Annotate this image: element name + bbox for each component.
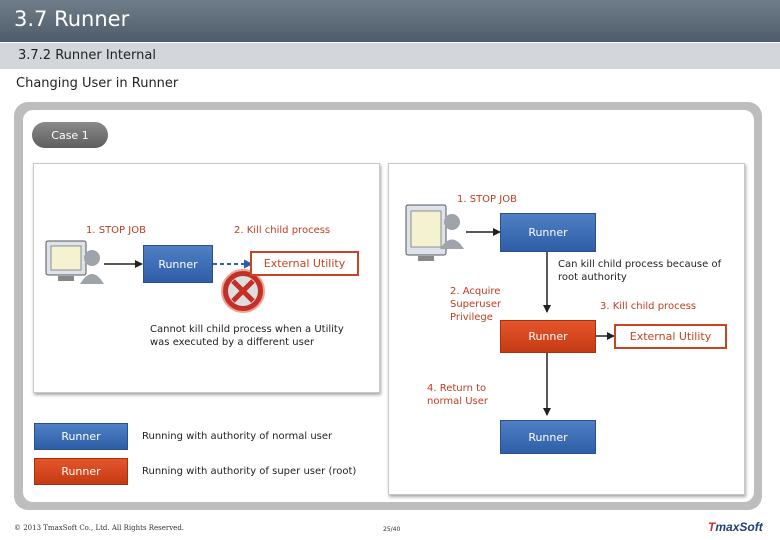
error-note: Cannot kill child process when a Utility… [150, 324, 344, 348]
logo-prefix: T [708, 520, 716, 534]
acquire-privilege-label: 2. Acquire Superuser Privilege [450, 286, 502, 323]
footer-copyright: © 2013 TmaxSoft Co., Ltd. All Rights Res… [14, 524, 185, 532]
user-computer-icon [405, 204, 464, 261]
page-title: 3.7 Runner [14, 7, 130, 31]
legend-description-root: Running with authority of super user (ro… [142, 466, 357, 477]
runner-box: Runner [143, 245, 213, 283]
stop-job-label: 1. STOP JOB [457, 194, 517, 205]
legend-description-normal: Running with authority of normal user [142, 431, 333, 442]
kill-child-label: 2. Kill child process [234, 225, 331, 236]
external-utility-box: External Utility [250, 251, 359, 276]
company-logo: TmaxSoft [708, 520, 763, 534]
title-bar [0, 0, 780, 42]
stop-job-label: 1. STOP JOB [86, 225, 146, 236]
legend-swatch-normal: Runner [34, 423, 128, 450]
page-number: 25/40 [383, 526, 401, 533]
case-badge: Case 1 [32, 122, 108, 148]
user-computer-icon [45, 240, 104, 284]
section-subtitle: 3.7.2 Runner Internal [18, 48, 156, 63]
prohibited-icon [221, 269, 265, 313]
external-utility-box: External Utility [614, 324, 727, 349]
return-normal-label: 4. Return to normal User [427, 383, 489, 407]
section-heading: Changing User in Runner [16, 76, 179, 91]
kill-child-label: 3. Kill child process [600, 301, 697, 312]
legend-swatch-root: Runner [34, 458, 128, 485]
can-kill-note: Can kill child process because of root a… [558, 259, 722, 283]
logo-suffix: maxSoft [715, 520, 763, 534]
runner-box-root: Runner [500, 320, 596, 353]
subtitle-bar [0, 43, 780, 69]
runner-box-normal: Runner [500, 213, 596, 252]
runner-box-normal: Runner [500, 420, 596, 454]
